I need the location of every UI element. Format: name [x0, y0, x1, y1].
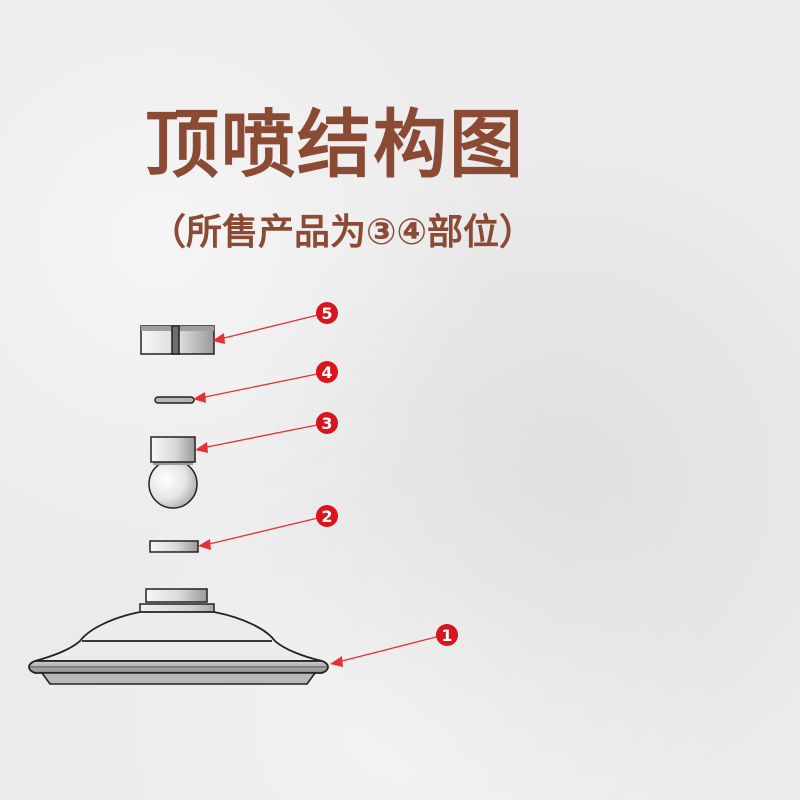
leader-lines	[193, 313, 441, 667]
badge-4: 4	[316, 361, 338, 383]
badge-3: 3	[316, 412, 338, 434]
part-4-thin-washer	[154, 396, 195, 404]
svg-text:3: 3	[321, 414, 332, 433]
badge-1: 1	[436, 624, 458, 646]
svg-text:5: 5	[321, 304, 332, 323]
diagram-title: 顶喷结构图	[145, 102, 525, 188]
part-3-ball-nozzle	[148, 436, 198, 509]
svg-text:4: 4	[321, 363, 332, 382]
badge-2: 2	[316, 505, 338, 527]
diagram-subtitle: （所售产品为③④部位）	[150, 212, 535, 253]
svg-text:2: 2	[321, 507, 332, 526]
part-5-clip-cap	[140, 325, 215, 355]
part-2-flat-washer	[149, 540, 199, 553]
badge-5: 5	[316, 302, 338, 324]
svg-text:1: 1	[441, 626, 452, 645]
part-1-dome-base	[28, 588, 329, 685]
